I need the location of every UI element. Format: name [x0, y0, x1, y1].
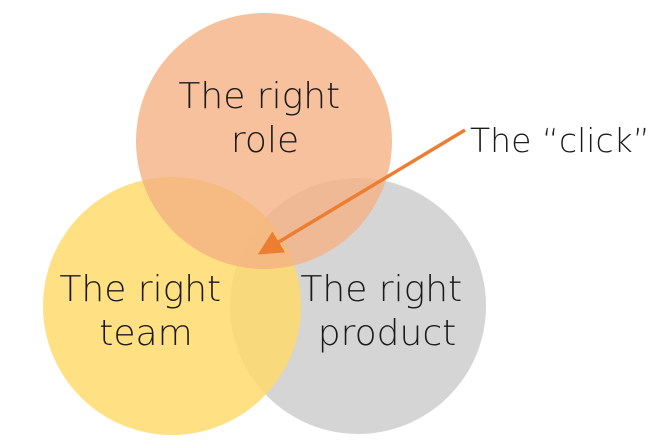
click-arrow [257, 128, 466, 255]
click-annotation-label: The “click” [470, 121, 650, 160]
product-label: The right product [300, 269, 473, 354]
product-label-line-1: The right [300, 269, 462, 310]
circle-role [136, 13, 392, 269]
team-label-line-1: The right [59, 269, 221, 310]
team-label: The right team [59, 269, 232, 354]
role-label: The right role [178, 76, 351, 161]
role-label-line-2: role [231, 120, 299, 161]
team-label-line-2: team [99, 313, 192, 354]
product-label-line-2: product [318, 313, 456, 354]
role-label-line-1: The right [178, 76, 340, 117]
